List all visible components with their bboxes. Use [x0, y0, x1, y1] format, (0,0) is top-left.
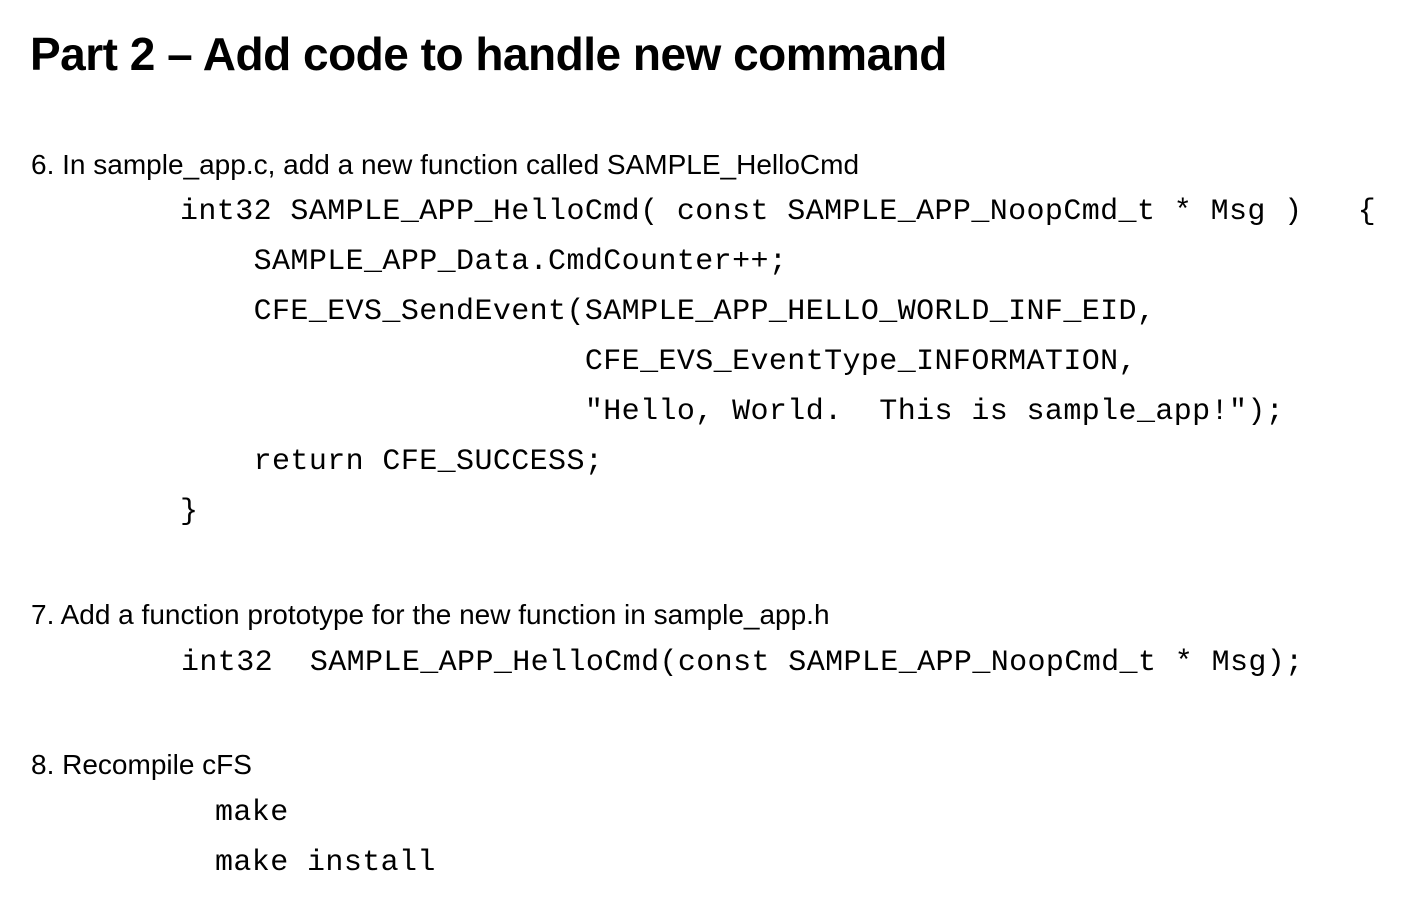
- page-title: Part 2 – Add code to handle new command: [30, 28, 947, 80]
- step-7-code-block: int32 SAMPLE_APP_HelloCmd(const SAMPLE_A…: [181, 646, 1304, 680]
- step-6-code-block: int32 SAMPLE_APP_HelloCmd( const SAMPLE_…: [180, 195, 1377, 529]
- step-8-code-block: make make install: [215, 796, 436, 880]
- step-8-heading: 8. Recompile cFS: [31, 749, 252, 780]
- step-7-heading: 7. Add a function prototype for the new …: [31, 599, 830, 630]
- step-6-heading: 6. In sample_app.c, add a new function c…: [31, 149, 860, 180]
